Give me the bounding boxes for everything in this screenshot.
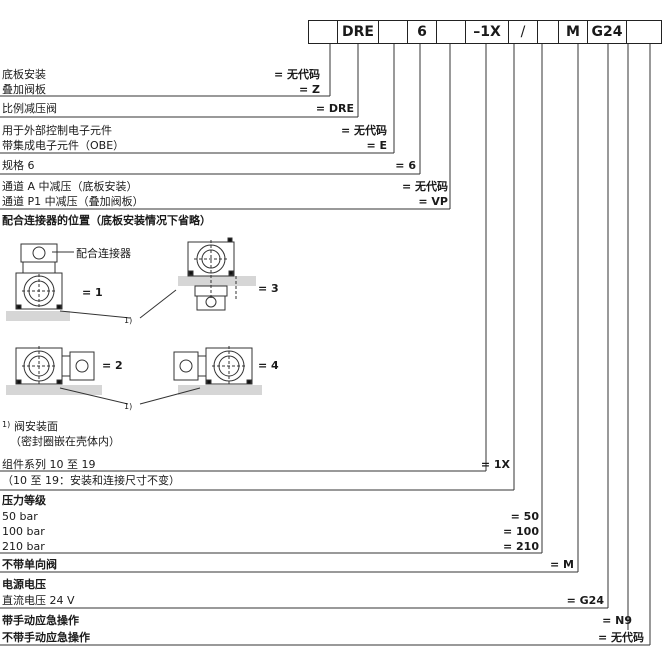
- size-label: 规格 6: [2, 159, 35, 172]
- connector-position-4-drawing: [139, 346, 262, 405]
- ext-electronics-code: = 无代码: [340, 124, 387, 137]
- footnote-superscript: 1): [2, 420, 11, 429]
- connector-position-heading: 配合连接器的位置（底板安装情况下省略）: [2, 214, 211, 227]
- voltage-code: = G24: [566, 594, 604, 607]
- channel-a-label: 通道 A 中减压（底板安装）: [2, 180, 138, 193]
- position-3-code: = 3: [258, 282, 279, 295]
- pressure-210-code: = 210: [502, 540, 539, 553]
- channel-p-code: = VP: [418, 195, 448, 208]
- mating-connector-label: 配合连接器: [76, 247, 131, 260]
- voltage-label: 直流电压 24 V: [2, 594, 75, 607]
- connector-position-1-drawing: [6, 243, 131, 321]
- code-cell-2: DRE: [337, 20, 379, 44]
- sandwich-label: 叠加阀板: [2, 83, 46, 96]
- code-cell-9: M: [558, 20, 588, 44]
- no-manual-override-label: 不带手动应急操作: [2, 631, 90, 644]
- footnote-text-1: 阀安装面: [14, 420, 58, 433]
- pressure-heading: 压力等级: [2, 494, 46, 507]
- pressure-210-label: 210 bar: [2, 540, 45, 553]
- manual-override-label: 带手动应急操作: [2, 614, 79, 627]
- series-label: 组件系列 10 至 19: [2, 458, 96, 471]
- pressure-100-code: = 100: [502, 525, 539, 538]
- series-note: （10 至 19：安装和连接尺寸不变）: [2, 474, 180, 487]
- prop-valve-label: 比例减压阀: [2, 102, 57, 115]
- footnote-text-2: （密封圈嵌在壳体内）: [10, 435, 120, 448]
- code-cell-1: [308, 20, 338, 44]
- obe-label: 带集成电子元件（OBE）: [2, 139, 125, 152]
- code-cell-7: /: [508, 20, 538, 44]
- channel-p-label: 通道 P1 中减压（叠加阀板）: [2, 195, 144, 208]
- connector-position-3-drawing: [139, 237, 256, 319]
- subplate-code: = 无代码: [273, 68, 320, 81]
- code-cell-6: –1X: [465, 20, 509, 44]
- code-cell-3: [378, 20, 408, 44]
- channel-a-code: = 无代码: [401, 180, 448, 193]
- code-cell-11: [626, 20, 662, 44]
- voltage-heading: 电源电压: [2, 578, 46, 591]
- series-code: = 1X: [480, 458, 510, 471]
- code-cell-5: [436, 20, 466, 44]
- position-2-code: = 2: [102, 359, 123, 372]
- prop-valve-code: = DRE: [315, 102, 354, 115]
- code-cell-8: [537, 20, 559, 44]
- check-valve-code: = M: [550, 558, 574, 571]
- code-cell-10: G24: [587, 20, 627, 44]
- sandwich-code: = Z: [298, 83, 320, 96]
- footnote-marker-upper: 1): [124, 316, 133, 325]
- position-4-code: = 4: [258, 359, 279, 372]
- ext-electronics-label: 用于外部控制电子元件: [2, 124, 112, 137]
- pressure-50-label: 50 bar: [2, 510, 38, 523]
- footnote-marker-lower: 1): [124, 402, 133, 411]
- pressure-100-label: 100 bar: [2, 525, 45, 538]
- pressure-50-code: = 50: [510, 510, 539, 523]
- code-cell-4: 6: [407, 20, 437, 44]
- size-code: = 6: [395, 159, 416, 172]
- obe-code: = E: [366, 139, 387, 152]
- no-manual-override-code: = 无代码: [597, 631, 644, 644]
- manual-override-code: = N9: [602, 614, 632, 627]
- subplate-label: 底板安装: [2, 68, 46, 81]
- check-valve-label: 不带单向阀: [2, 558, 57, 571]
- connector-position-2-drawing: [6, 346, 129, 405]
- position-1-code: = 1: [82, 286, 103, 299]
